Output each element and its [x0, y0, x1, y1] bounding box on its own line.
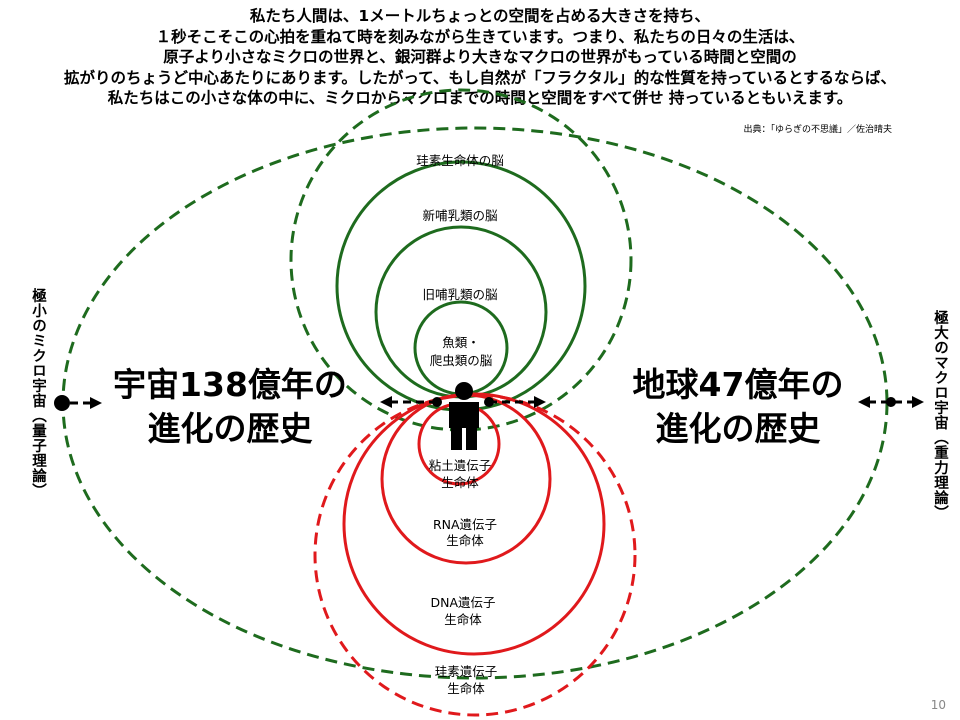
universe-history-line2: 進化の歴史 — [148, 409, 313, 448]
gene-label-rna-line1: RNA遺伝子 — [433, 517, 497, 532]
brain-label-reptile-line1: 魚類・ — [442, 335, 480, 350]
intro-line: 私たち人間は、1メートルちょっとの空間を占める大きさを持ち、 — [249, 7, 711, 25]
brain-circle-paleomammal — [374, 225, 548, 399]
left-edge-arrow — [54, 395, 102, 411]
universe-history-line1: 宇宙138億年の — [113, 365, 347, 404]
gene-label-dna-line2: 生命体 — [444, 612, 482, 627]
gene-label-rna-line2: 生命体 — [446, 533, 484, 548]
brain-label-silicon: 珪素生命体の脳 — [416, 153, 504, 168]
gene-label-clay-line1: 粘土遺伝子 — [429, 458, 492, 473]
human-figure-icon — [449, 382, 479, 450]
macro-universe-label: 極大のマクロ宇宙（重力理論） — [932, 310, 948, 520]
gene-label-clay-line2: 生命体 — [441, 475, 479, 490]
brain-label-neomammal: 新哺乳類の脳 — [422, 208, 497, 223]
gene-circle-silicon — [313, 393, 637, 717]
source-citation: 出典：「ゆらぎの不思議」／佐治晴夫 — [743, 125, 892, 135]
earth-history-line2: 進化の歴史 — [656, 409, 821, 448]
gene-label-silicon-line1: 珪素遺伝子 — [435, 664, 498, 679]
intro-line: 原子より小さなミクロの世界と、銀河群より大きなマクロの世界がもっている時間と空間… — [163, 48, 797, 67]
intro-line: １秒そこそこの心拍を重ねて時を刻みながら生きています。つまり、私たちの日々の生活… — [155, 27, 805, 46]
gene-label-dna-line1: DNA遺伝子 — [430, 595, 495, 610]
intro-line: 拡がりのちょうど中心あたりにあります。したがって、もし自然が「フラクタル」的な性… — [63, 68, 897, 87]
gene-label-silicon-line2: 生命体 — [447, 681, 485, 696]
brain-label-reptile-line2: 爬虫類の脳 — [430, 353, 493, 368]
micro-universe-label: 極小のミクロ宇宙（量子理論） — [30, 288, 46, 498]
right-edge-arrow — [858, 396, 924, 408]
intro-line: 私たちはこの小さな体の中に、ミクロからマクロまでの時間と空間をすべて併せ 持って… — [107, 89, 853, 108]
earth-history-line1: 地球47億年の — [633, 365, 844, 404]
page-number: 10 — [930, 698, 946, 712]
brain-label-paleomammal: 旧哺乳類の脳 — [422, 287, 497, 302]
center-arrows — [380, 396, 546, 408]
intro-text: 私たち人間は、1メートルちょっとの空間を占める大きさを持ち、 １秒そこそこの心拍… — [0, 6, 960, 109]
brain-circle-neomammal — [335, 160, 587, 412]
